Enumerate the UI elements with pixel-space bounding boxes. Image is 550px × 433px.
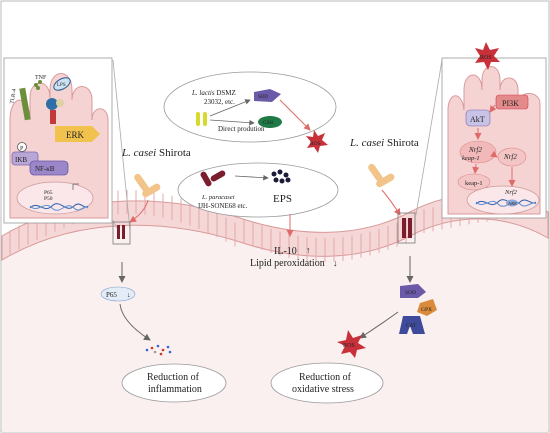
casei-strain-right: Shirota bbox=[384, 137, 419, 149]
reduction-oxidative-box: Reduction of oxidative stress bbox=[270, 362, 384, 404]
cat-shape bbox=[399, 316, 425, 334]
paracasei-line2: IJH-SONE68 etc. bbox=[198, 202, 248, 210]
p65-left-label: P65 bbox=[106, 291, 117, 299]
svg-text:L. casei Shirota: L. casei Shirota bbox=[349, 137, 419, 149]
nrf2-c-label: Nrf2 bbox=[504, 189, 518, 196]
reduction-oxidative-line1: Reduction of bbox=[299, 372, 352, 383]
ros-star-top-right bbox=[475, 42, 500, 70]
lactis-strain: DSMZ bbox=[215, 89, 236, 97]
left-inset-connector bbox=[112, 59, 131, 231]
keap1-a-label: keap-1 bbox=[462, 155, 480, 162]
nrf2-b-label: Nrf2 bbox=[503, 153, 517, 161]
ros-star-mid bbox=[306, 130, 328, 153]
tlr-label: TLR-4 bbox=[9, 88, 18, 104]
lactis-line2: 23032, etc. bbox=[204, 98, 235, 106]
sod-right-shape bbox=[400, 284, 426, 298]
ikb-label: IKB bbox=[15, 156, 27, 164]
highlight-cell-left bbox=[112, 221, 131, 245]
svg-text:L. lactis DSMZ: L. lactis DSMZ bbox=[191, 89, 236, 97]
reduction-inflammation-line1: Reduction of bbox=[147, 372, 200, 383]
casei-genus-right: L. casei bbox=[349, 137, 384, 149]
lactis-group: L. lactis DSMZ 23032, etc. Direct produt… bbox=[163, 71, 337, 153]
gpx-shape bbox=[417, 299, 437, 316]
sod-right-label: SOD bbox=[405, 290, 416, 296]
lactis-genus: L. lactis bbox=[191, 89, 215, 97]
akt-label: AkT bbox=[470, 115, 485, 124]
casei-strain-left: Shirota bbox=[156, 147, 191, 159]
il10-label: IL-10 bbox=[274, 246, 297, 257]
p65-nucleus-label: P65 bbox=[44, 190, 53, 196]
lps-label: LPS bbox=[57, 83, 66, 88]
bacteria-left-1 bbox=[134, 173, 149, 192]
right-inset-cell: PI3K AkT Nrf2 keap-1 Nrf2 keap-1 Nrf2 AR… bbox=[415, 42, 547, 219]
are-label: ARE bbox=[508, 201, 517, 206]
p50-nucleus-label: P50 bbox=[44, 196, 53, 202]
lipid-label: Lipid peroxidation bbox=[250, 258, 325, 269]
reduction-oxidative-line2: oxidative stress bbox=[292, 384, 354, 395]
paracasei-group: L. paracasei IJH-SONE68 etc. EPS bbox=[177, 162, 339, 218]
p65-down-arrow: ↓ bbox=[127, 291, 131, 299]
casei-genus-left: L. casei bbox=[121, 147, 156, 159]
gsh-label: GSH bbox=[263, 121, 273, 126]
ros-top-right-label: ROS bbox=[480, 55, 492, 61]
reduction-inflammation-box: Reduction of inflammation bbox=[121, 363, 227, 403]
pi3k-label: PI3K bbox=[502, 99, 519, 108]
ros-right-label: ROS bbox=[343, 343, 355, 349]
svg-text:L. casei Shirota: L. casei Shirota bbox=[121, 147, 191, 159]
reduction-inflammation-line2: inflammation bbox=[148, 384, 202, 395]
nrf2-a-label: Nrf2 bbox=[468, 146, 482, 154]
bacteria-right-2 bbox=[376, 173, 395, 188]
right-inset-connector bbox=[415, 59, 443, 216]
direct-production-label: Direct prodution bbox=[218, 125, 265, 133]
lipid-down-arrow: ↓ bbox=[333, 258, 338, 268]
eps-label: EPS bbox=[273, 193, 292, 205]
erk-label: ERK bbox=[66, 130, 85, 140]
erk-shape bbox=[55, 126, 100, 142]
bacteria-right-1 bbox=[368, 163, 383, 182]
il10-up-arrow: ↑ bbox=[306, 245, 311, 255]
tnf-label: TNF bbox=[35, 75, 47, 81]
cytokine-particles bbox=[145, 344, 172, 356]
nfkb-label: NF-κB bbox=[35, 165, 55, 173]
left-inset-cell: TNF TLR-4 LPS ERK P IKB NF-κB P65 P50 bbox=[3, 57, 131, 231]
ros-star-right bbox=[337, 330, 366, 358]
bacteria-left-2 bbox=[142, 183, 161, 198]
keap1-b-label: keap-1 bbox=[465, 180, 483, 187]
paracasei-genus: L. paracasei bbox=[201, 194, 235, 201]
ros-mid-label: ROS bbox=[310, 141, 321, 147]
p65-pill bbox=[100, 286, 136, 302]
p-label: P bbox=[20, 146, 24, 152]
cat-label: CAT bbox=[406, 323, 417, 329]
gpx-label: GPX bbox=[421, 307, 432, 313]
highlight-cell-right bbox=[397, 212, 416, 244]
sod-top-label: SOD bbox=[258, 95, 268, 100]
